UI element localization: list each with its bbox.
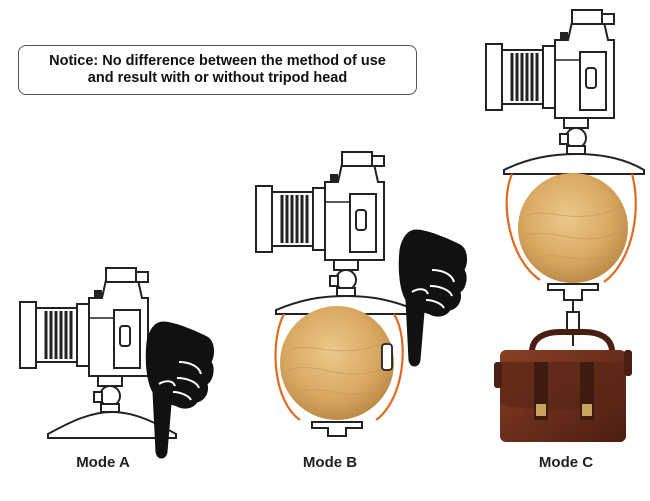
notice-line-1: Notice: No difference between the method… (49, 53, 386, 69)
strap-outline (505, 173, 637, 283)
ball-head-icon (559, 117, 589, 155)
pointing-hand-icon (398, 229, 468, 367)
wooden-disc-icon (280, 306, 394, 420)
mount-plate-icon (47, 410, 177, 439)
strap-outline (274, 313, 404, 421)
mode-b-illustration (254, 150, 468, 437)
leather-bag-icon (494, 329, 632, 442)
hook-icon (547, 283, 599, 301)
notice-line-2: and result with or without tripod head (87, 70, 348, 86)
camera-icon (254, 150, 386, 262)
mode-b-label: Mode B (302, 454, 358, 471)
mode-c-illustration (484, 8, 645, 442)
mode-a-label: Mode A (76, 454, 130, 471)
ball-head-icon (93, 375, 123, 413)
pointing-hand-icon (145, 321, 215, 459)
notice-box: Notice: No difference between the method… (18, 45, 417, 95)
mount-plate-icon (503, 152, 645, 175)
mode-c-label: Mode C (538, 454, 594, 471)
camera-icon (18, 266, 150, 378)
camera-icon (484, 8, 616, 120)
wooden-disc-icon (518, 173, 628, 283)
ball-head-icon (329, 259, 359, 297)
hook-icon (311, 421, 363, 437)
mode-a-illustration (18, 266, 215, 459)
